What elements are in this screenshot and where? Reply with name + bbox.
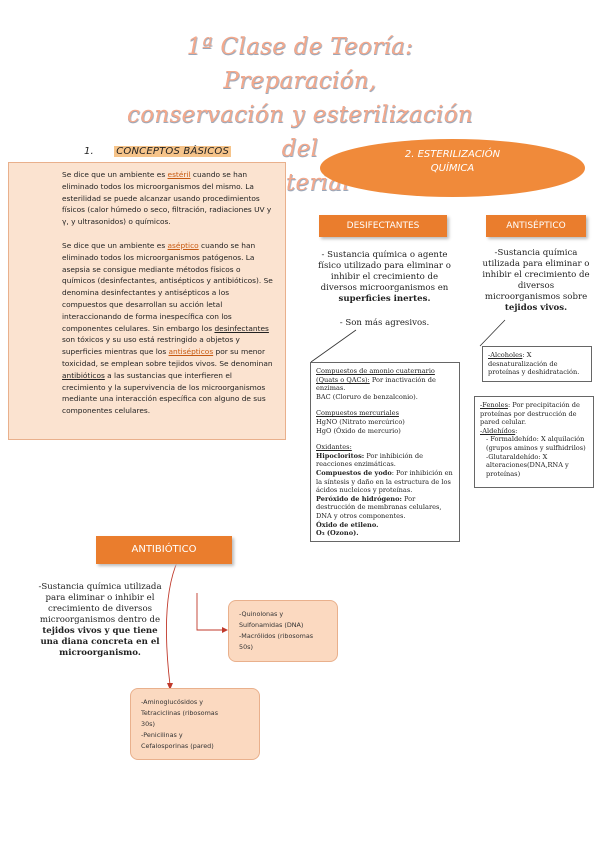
text: superficies inertes. (338, 294, 431, 304)
text: -Aldehídos (480, 426, 516, 435)
fenoles-box: -Fenoles: Por precipitación de proteínas… (474, 396, 594, 488)
text: Por destrucción de membranas celulares, … (316, 494, 442, 520)
text: Sulfonamidas (DNA) (239, 621, 304, 629)
text: Por inactivación de enzimas. (316, 375, 436, 393)
text: -Fenoles: Por precipitación de proteínas… (480, 401, 588, 427)
keyword-antisepticos: antisépticos (168, 347, 214, 357)
text: Se dice que un ambiente es (62, 240, 168, 250)
oxidant-item: Hipocloritos: Por inhibición de reaccion… (316, 452, 454, 469)
antibiotico-description: -Sustancia química utilizada para elimin… (35, 582, 165, 659)
mercurial-title: Compuestos mercuriales (316, 409, 399, 418)
text: Cefalosporinas (pared) (141, 742, 214, 750)
antiseptico-label: ANTISÉPTICO (486, 215, 586, 237)
text: -Quinolonas y (239, 610, 284, 618)
title-line-2: conservación y esterilización del (127, 102, 473, 162)
text: : Por inhibición en la síntesis y daño e… (316, 468, 453, 495)
text: 50s) (239, 643, 253, 651)
concepts-box (8, 162, 286, 440)
text: Compuestos de yodo (316, 468, 392, 477)
alcoholes-box: -Alcoholes: X desnaturalización de prote… (482, 346, 592, 382)
text: Compuestos de amonio cuaternario (Quats … (316, 367, 435, 384)
text: por su menor toxicidad, se emplean sobre… (62, 347, 273, 368)
text: : (515, 426, 518, 435)
desinfectantes-description: - Sustancia química o agente físico util… (312, 250, 457, 305)
keyword-antibioticos: antibióticos (62, 370, 105, 380)
desinfectantes-aggressive: - Son más agresivos. (339, 318, 430, 328)
desinfectantes-list: Compuestos de amonio cuaternario (Quats … (310, 362, 460, 542)
text: Hipocloritos: (316, 451, 365, 460)
chem-title-line-2: QUÍMICA (430, 163, 475, 174)
oxidant-item: Compuestos de yodo: Por inhibición en la… (316, 469, 454, 495)
text: -Sustancia química utilizada para elimin… (482, 248, 590, 302)
page-title: 1ª Clase de Teoría: Preparación, conserv… (110, 30, 490, 200)
text: -Fenoles (480, 401, 508, 409)
keyword-desinfectantes: desinfectantes (214, 323, 269, 333)
oxidant-item: Peróxido de hidrógeno: Por destrucción d… (316, 495, 454, 521)
heading-text: CONCEPTOS BÁSICOS (114, 146, 232, 157)
mercurial-item: HgO (Óxido de mercurio) (316, 426, 401, 435)
text: son tóxicos y su uso está restringido a … (62, 335, 240, 357)
text: tejidos vivos. (504, 303, 568, 313)
text: Por inhibición de reacciones enzimáticas… (316, 451, 423, 469)
connector-antib-right (196, 593, 222, 631)
text: -Aminoglucósidos y (141, 698, 204, 706)
chem-sterilization-title: 2. ESTERILIZACIÓN QUÍMICA (320, 148, 585, 176)
paragraph-aseptico: Se dice que un ambiente es aséptico cuan… (62, 240, 274, 417)
text: -Alcoholes (488, 351, 523, 359)
antibiotico-label: ANTIBIÓTICO (96, 536, 232, 564)
text: cuando se han eliminado todos los microo… (62, 240, 273, 333)
aldehyde-item: - Formaldehído: X alquilación (grupos am… (486, 435, 586, 452)
quats-item: Compuestos de amonio cuaternario (Quats … (316, 367, 454, 393)
text: Óxido de etileno. (316, 520, 379, 529)
text: Peróxido de hidrógeno: (316, 494, 402, 503)
title-line-1: 1ª Clase de Teoría: Preparación, (186, 34, 414, 94)
text: -Alcoholes: X desnaturalización de prote… (488, 351, 586, 377)
text: : Por precipitación de proteínas por des… (480, 401, 580, 427)
keyword-aseptico: aséptico (167, 240, 199, 250)
text: -Macrólidos (ribosomas (239, 632, 314, 640)
aldehyde-item: -Glutaraldehído: X alteraciones(DNA,RNA … (486, 452, 569, 478)
connector-desinf (310, 329, 357, 363)
oxidant-item: O₃ (Ozono). (316, 529, 454, 538)
text: : X desnaturalización de proteínas y des… (488, 351, 580, 377)
desinfectantes-label: DESIFECTANTES (319, 215, 447, 237)
text: a las sustancias que interfieren el crec… (62, 370, 266, 416)
heading-number: 1. (84, 146, 94, 157)
chem-sterilization-oval (320, 139, 585, 197)
paragraph-esteril: Se dice que un ambiente es estéril cuand… (62, 169, 274, 228)
text: tejidos vivos y que tiene una diana conc… (40, 626, 160, 658)
text: -Aldehídos: (480, 427, 588, 436)
oxidant-item: Óxido de etileno. (316, 521, 454, 530)
connector-antib-down (165, 559, 179, 686)
antibiotico-ribosome-box: -Aminoglucósidos y Tetraciclinas (riboso… (130, 688, 260, 760)
arrow-head-right (222, 627, 228, 633)
text: Tetraciclinas (ribosomas (141, 709, 219, 717)
text: O₃ (Ozono). (316, 529, 359, 538)
arrow-head-down (167, 683, 173, 690)
text: -Penicilinas y (141, 731, 183, 739)
chem-title-line-1: 2. ESTERILIZACIÓN (404, 149, 501, 160)
oxidants-title: Oxidantes: (316, 443, 352, 452)
antiseptico-description: -Sustancia química utilizada para elimin… (480, 248, 592, 314)
connector-antisep (479, 319, 506, 347)
section-heading-concepts: 1. CONCEPTOS BÁSICOS (84, 146, 232, 157)
bac-item: BAC (Cloruro de benzalconio). (316, 392, 418, 401)
text: Se dice que un ambiente es (62, 170, 168, 179)
text: cuando se han eliminado todos los microo… (62, 170, 272, 227)
text: -Sustancia química utilizada para elimin… (38, 582, 162, 625)
text: 30s) (141, 720, 155, 728)
antibiotico-dna-box: -Quinolonas y Sulfonamidas (DNA) -Macról… (228, 600, 338, 662)
text: - Sustancia química o agente físico util… (318, 250, 451, 293)
concepts-text: Se dice que un ambiente es estéril cuand… (62, 169, 274, 429)
keyword-esteril: estéril (167, 170, 191, 179)
mercurial-item: HgNO (Nitrato mercúrico) (316, 417, 405, 426)
